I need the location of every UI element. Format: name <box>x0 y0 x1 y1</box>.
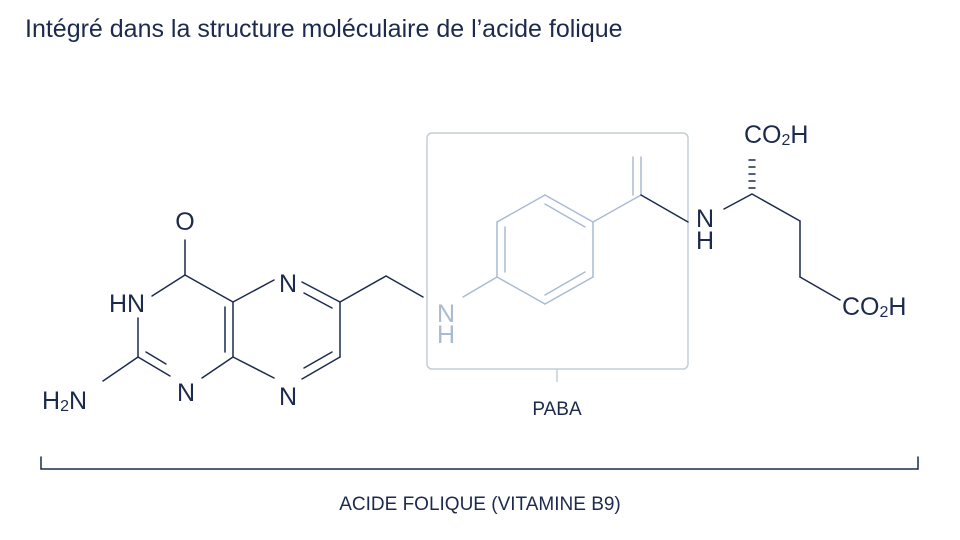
paba-ring-bond-2 <box>496 194 546 223</box>
atom-n-ring-top: N <box>279 270 297 298</box>
atom-oxygen: O <box>175 208 194 236</box>
atom-co2h-bottom-co: CO <box>842 293 880 321</box>
paba-ring-bond-3 <box>544 194 594 223</box>
bond-c2-n3 <box>137 356 171 377</box>
bond-c6-ch2 <box>339 275 387 303</box>
bond-carbonyl-nh <box>640 194 689 223</box>
pteridine-bonds <box>102 239 424 382</box>
paba-ring-bond-5 <box>544 276 594 305</box>
bond-c2-n3-double <box>145 351 167 365</box>
page-title: Intégré dans la structure moléculaire de… <box>25 15 623 43</box>
paba-ring-double-2 <box>544 203 586 228</box>
bond-c4a-n5 <box>232 279 275 303</box>
bond-c7-n8-double <box>303 351 333 369</box>
atom-hn: HN <box>109 290 145 318</box>
bond-ring-carbonyl <box>592 194 642 223</box>
bond-c2-nh2 <box>102 356 139 382</box>
atom-co2h-top: CO2H <box>744 121 808 149</box>
bond-ch2-n <box>385 275 424 298</box>
atom-n-ring-left: N <box>177 379 195 407</box>
molecule-bracket <box>40 456 919 470</box>
atom-h2n-n: N <box>69 387 87 415</box>
glutamate-bonds <box>640 159 841 301</box>
bond-nh-calpha <box>723 193 753 210</box>
atom-co2h-bottom-sub: 2 <box>880 304 889 321</box>
bond-c4-hn <box>151 274 186 297</box>
atom-co2h-top-sub: 2 <box>782 132 791 149</box>
paba-bonds <box>462 156 642 305</box>
paba-box <box>426 132 689 370</box>
atom-co2h-bottom: CO2H <box>842 293 906 321</box>
atom-h2n-sub: 2 <box>60 398 69 415</box>
bond-n5-c6 <box>301 281 341 303</box>
atom-h2n: H2N <box>42 387 87 415</box>
atom-paba-n: N <box>437 300 455 328</box>
bond-n8-c8a <box>232 356 275 379</box>
paba-label: PABA <box>532 399 582 420</box>
bond-n3-c8a <box>201 356 234 379</box>
atom-h2n-h: H <box>42 387 60 415</box>
atom-amide-h: H <box>696 227 714 255</box>
bond-n5-c6-double <box>303 292 333 309</box>
bond-nh-ring <box>462 276 498 298</box>
bond-cgamma-cdelta <box>799 276 841 301</box>
atom-co2h-top-co: CO <box>744 121 782 149</box>
atom-paba-h: H <box>437 321 455 349</box>
atom-co2h-bottom-h: H <box>888 293 906 321</box>
atom-co2h-top-h: H <box>790 121 808 149</box>
atom-amide-n: N <box>696 205 714 233</box>
paba-ring-double-3 <box>544 271 586 296</box>
bond-calpha-cbeta <box>751 193 801 222</box>
paba-ring-bond-6 <box>496 276 546 305</box>
bond-c7-n8 <box>301 356 341 380</box>
molecule-name: ACIDE FOLIQUE (VITAMINE B9) <box>339 494 621 515</box>
atom-n-ring-bottom: N <box>279 383 297 411</box>
bond-c4-c4a <box>184 274 234 303</box>
